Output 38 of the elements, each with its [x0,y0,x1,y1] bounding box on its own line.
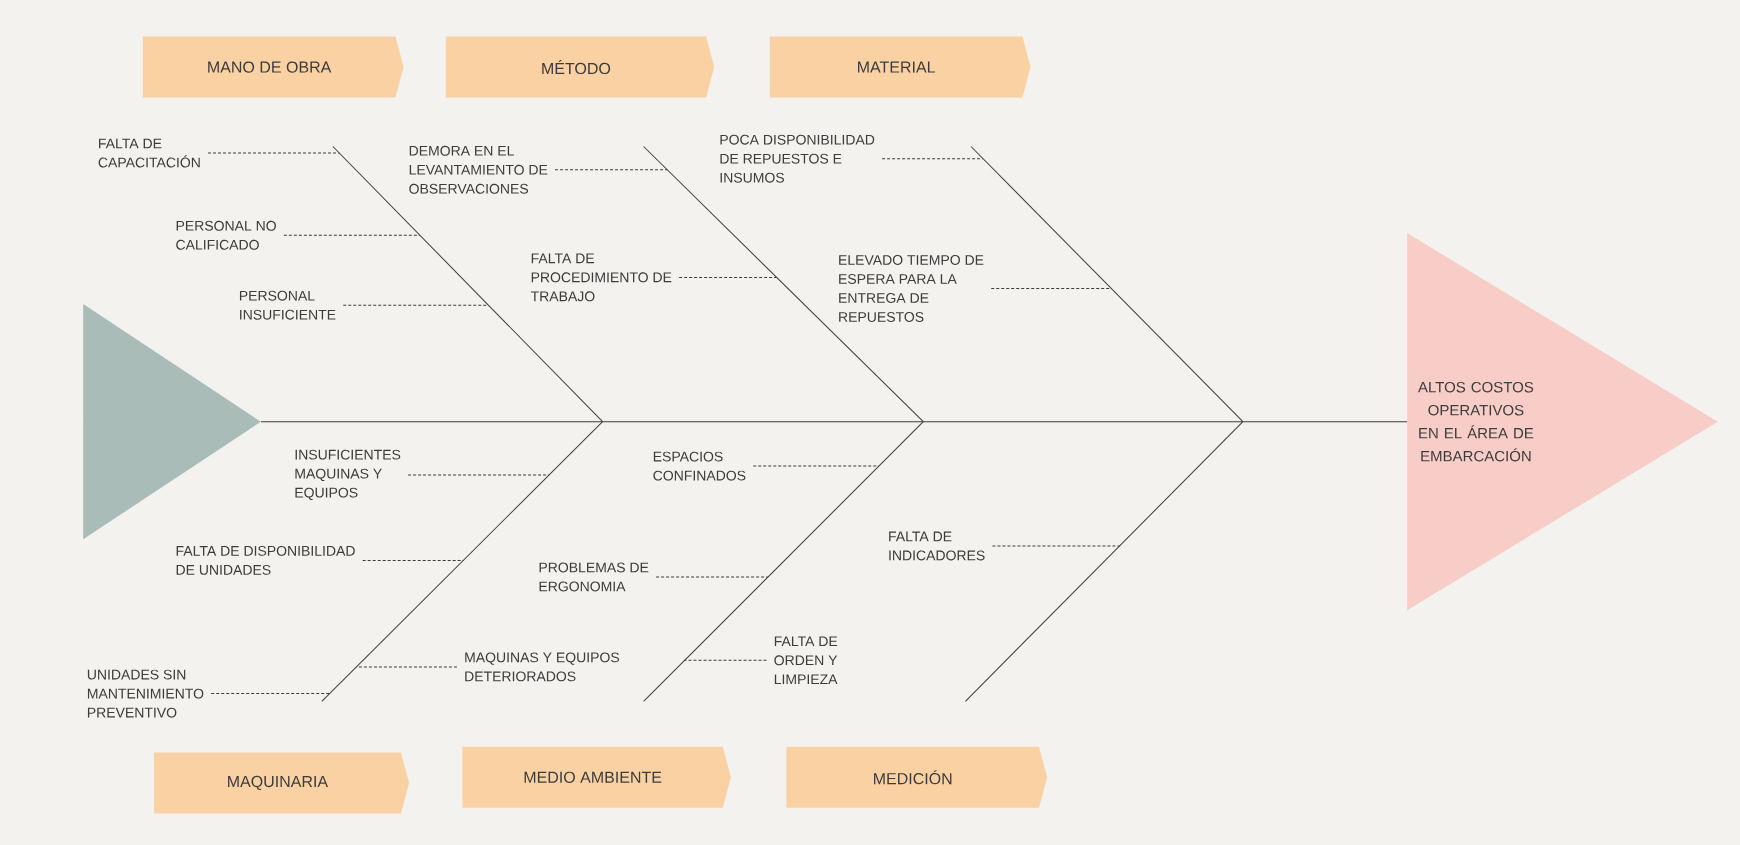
cause-text: ESPACIOS CONFINADOS [653,451,746,481]
cause-text: DEMORA EN EL LEVANTAMIENTO DE OBSERVACIONES [409,145,548,194]
cause-text: POCA DISPONIBILIDAD DE REPUESTOS E INSUMOS [720,134,875,183]
leader-line [283,234,421,236]
leader-line [678,276,778,278]
cause-text: FALTA DE DISPONIBILIDAD DE UNIDADES [176,545,355,575]
effect-triangle: ALTOS COSTOS OPERATIVOS EN EL ÁREA DE EMBARCACIÓN [1407,233,1718,611]
leader-line [881,158,984,160]
leader-line [684,659,767,661]
leader-line [342,304,489,306]
cause-text: PERSONAL NO CALIFICADO [176,220,276,250]
cause-text: FALTA DE PROCEDIMIENTO DE TRABAJO [530,253,672,302]
category-banner: MANO DE OBRA [142,36,404,98]
leader-line [210,693,331,695]
leader-line [752,465,880,467]
cause-text: MAQUINAS Y EQUIPOS DETERIORADOS [465,652,620,682]
cause-text: FALTA DE INDICADORES [889,531,985,561]
cause-text: INSUFICIENTES MAQUINAS Y EQUIPOS [295,449,401,501]
leader-line [655,576,769,578]
leader-line [355,666,458,668]
cause-text: ELEVADO TIEMPO DE ESPERA PARA LA ENTREGA DE REPUESTOS [839,255,984,322]
cause-text: PERSONAL INSUFICIENTE [239,290,336,320]
leader-line [990,288,1112,289]
cause-text: PROBLEMAS DE ERGONOMIA [539,562,649,592]
spine-line [260,421,1408,423]
cause-text: UNIDADES SIN MANTENIMIENTO PREVENTIVO [87,669,204,718]
leader-line [207,152,340,154]
leader-line [362,559,464,561]
leader-line [407,474,550,476]
leader-line [991,545,1121,547]
cause-text: FALTA DE CAPACITACIÓN [98,138,200,168]
leader-line [554,169,668,171]
cause-text: FALTA DE ORDEN Y LIMPIEZA [774,636,838,685]
category-banner: MEDICIÓN [786,746,1048,808]
category-banner: MEDIO AMBIENTE [462,746,731,808]
category-banner: MÉTODO [445,36,715,98]
category-banner: MAQUINARIA [153,752,410,814]
category-banner: MATERIAL [769,36,1031,98]
